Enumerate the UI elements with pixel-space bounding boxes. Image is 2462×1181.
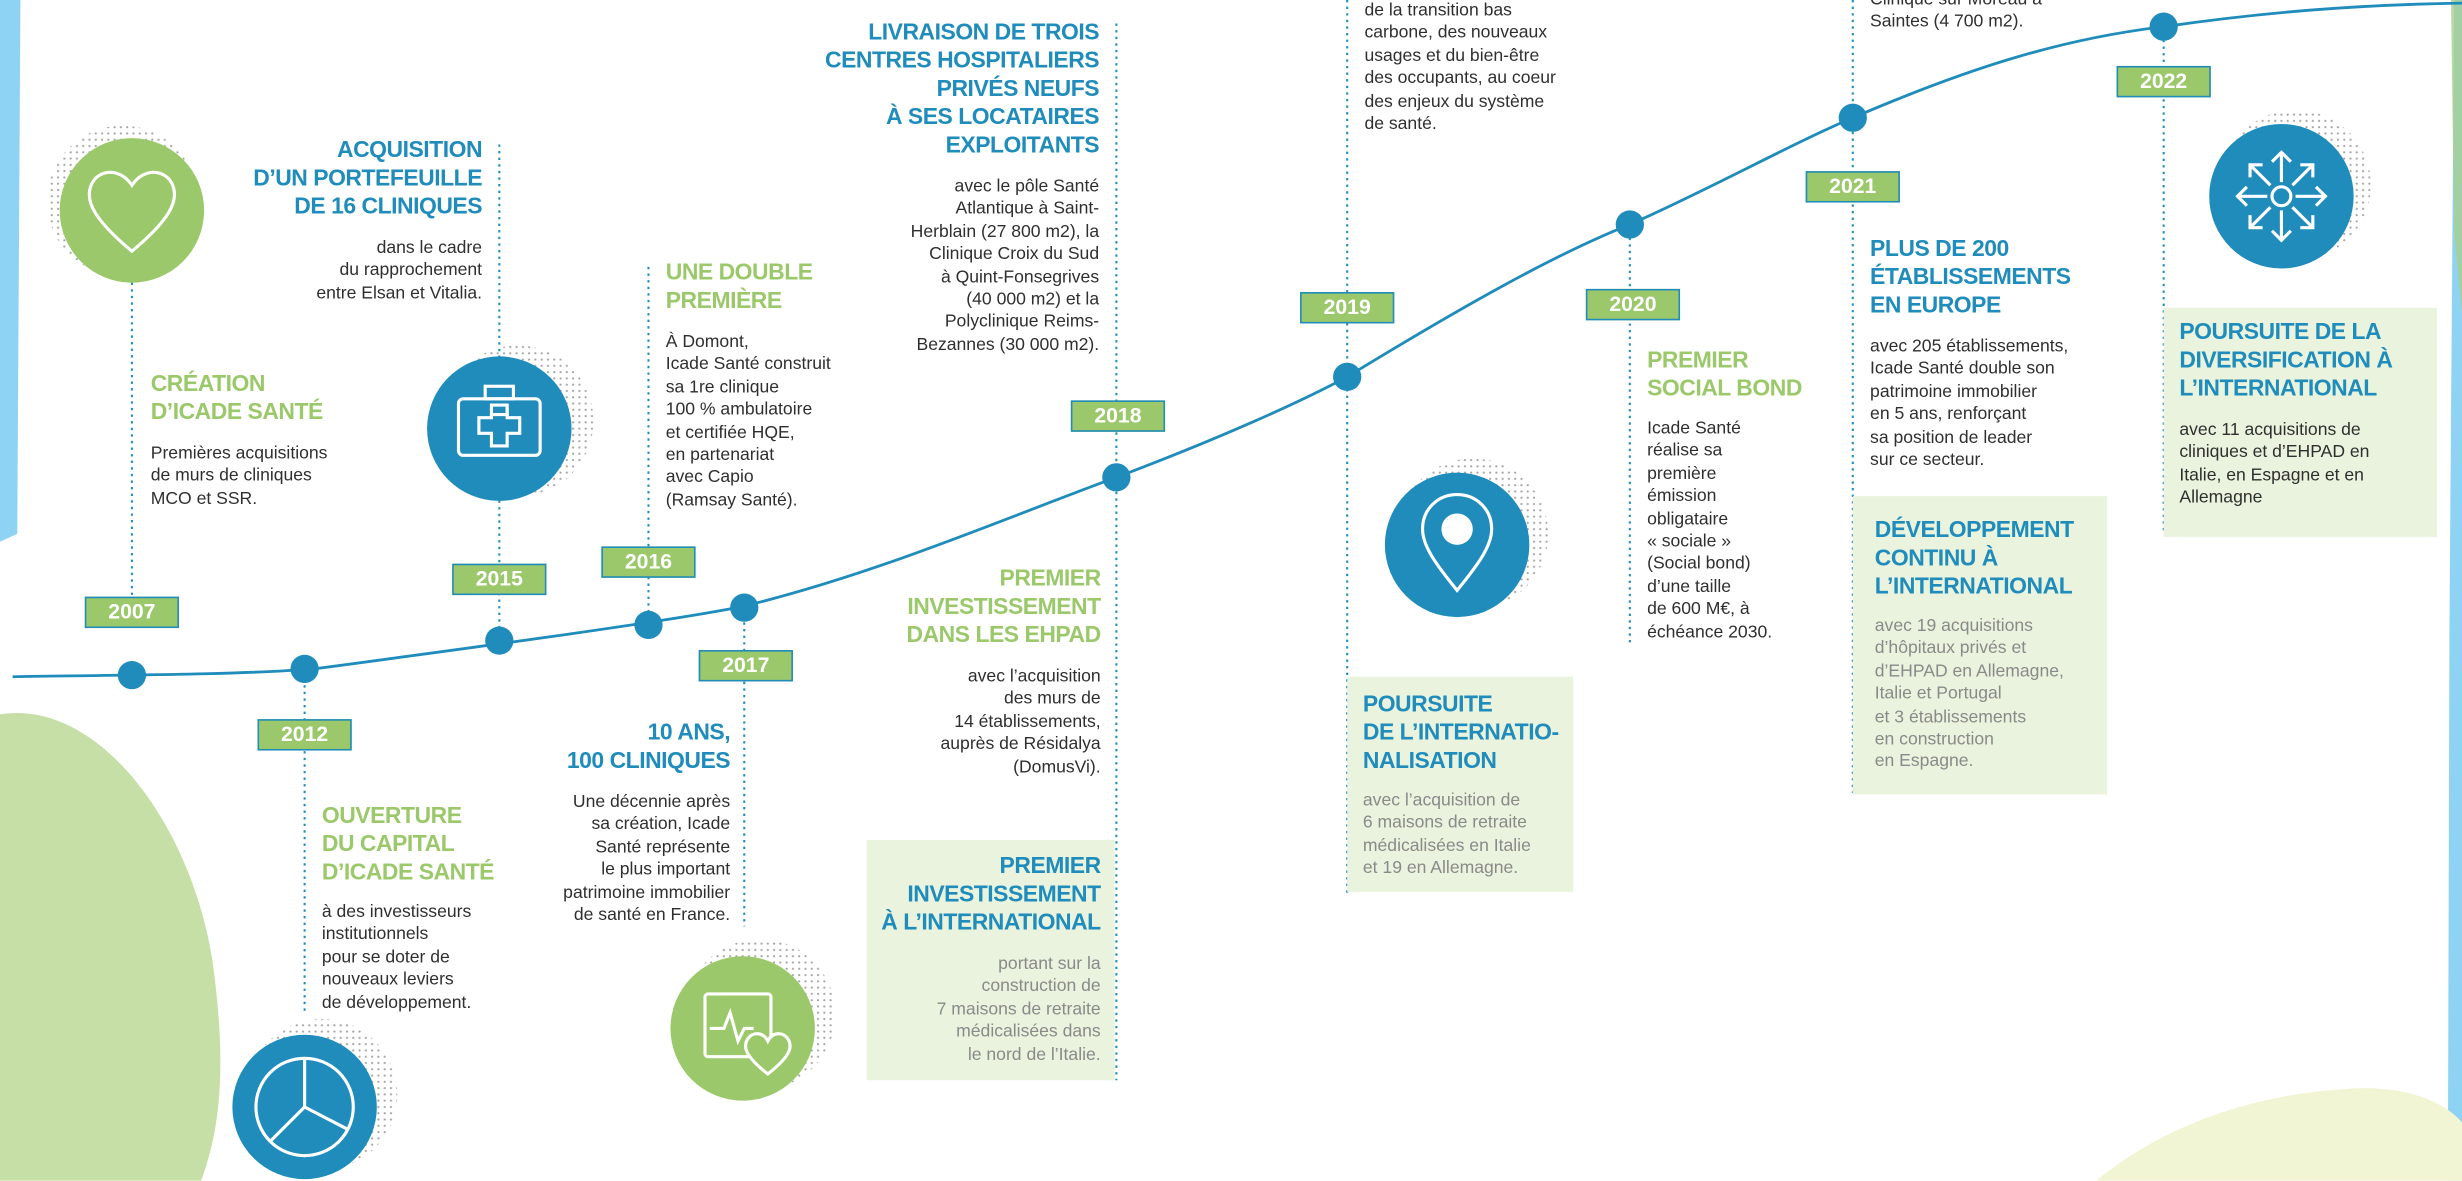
left-sky-stripe xyxy=(0,0,21,542)
year-badge-2022: 2022 xyxy=(2116,65,2211,98)
event-2017-text: Une décennie après sa création, Icade Sa… xyxy=(563,792,731,925)
event-2007-title: CRÉATION D’ICADE SANTÉ xyxy=(150,372,324,426)
event-2007-text: Premières acquisitions de murs de cliniq… xyxy=(150,444,328,509)
pie-chart-icon xyxy=(232,1034,377,1180)
event-2021-development-text: avec 19 acquisitions d’hôpitaux privés e… xyxy=(1874,617,2064,772)
heart-monitor-icon xyxy=(670,956,815,1101)
event-2016-title: UNE DOUBLE PREMIÈRE xyxy=(665,260,813,315)
event-2015-title: ACQUISITION D’UN PORTEFEUILLE DE 16 CLIN… xyxy=(253,138,483,220)
event-2019-top-text: de la transition bas carbone, des nouvea… xyxy=(1364,1,1556,134)
event-2020-text: Icade Santé réalise sa première émission… xyxy=(1647,419,1773,642)
event-2018-ehpad-title: PREMIER INVESTISSEMENT DANS LES EHPAD xyxy=(906,566,1102,649)
event-2015-text: dans le cadre du rapprochement entre Els… xyxy=(316,238,483,303)
event-2019-internationalisation-title: POURSUITE DE L’INTERNATIO- NALISATION xyxy=(1362,692,1559,775)
event-2018-ehpad-text: avec l’acquisition des murs de 14 établi… xyxy=(940,667,1101,777)
event-2021-text: avec 205 établissements, Icade Santé dou… xyxy=(1870,337,2069,470)
year-badge-2015: 2015 xyxy=(452,563,547,596)
right-green-stripe xyxy=(2451,0,2462,315)
event-2020-title: PREMIER SOCIAL BOND xyxy=(1647,348,1802,402)
event-2017-title: 10 ANS, 100 CLINIQUES xyxy=(566,720,731,775)
heart-icon xyxy=(59,138,205,283)
medical-kit-icon xyxy=(427,356,572,501)
box-2019-internationalisation xyxy=(1347,676,1574,892)
year-badge-2020: 2020 xyxy=(1585,288,1681,321)
year-badge-2017: 2017 xyxy=(698,650,793,682)
box-2018-international xyxy=(866,840,1115,1081)
event-2018-delivery-title: LIVRAISON DE TROIS CENTRES HOSPITALIERS … xyxy=(825,20,1100,159)
event-2022-text: avec 11 acquisitions de cliniques et d’E… xyxy=(2179,420,2370,508)
year-badge-2007: 2007 xyxy=(84,596,179,629)
event-2012-title: OUVERTURE DU CAPITAL D’ICADE SANTÉ xyxy=(321,803,495,886)
event-2012-text: à des investisseurs institutionnels pour… xyxy=(321,902,472,1013)
event-2021-development-title: DÉVELOPPEMENT CONTINU À L’INTERNATIONAL xyxy=(1874,518,2074,600)
year-badge-2019: 2019 xyxy=(1300,292,1395,324)
year-badge-2021: 2021 xyxy=(1805,171,1900,203)
left-green-blob xyxy=(0,713,221,1181)
event-2018-delivery-text: avec le pôle Santé Atlantique à Saint- H… xyxy=(910,177,1100,355)
right-sky-stripe xyxy=(2447,0,2462,1181)
box-2022 xyxy=(2163,307,2437,537)
box-2021-development xyxy=(1852,496,2108,795)
expand-arrows-icon xyxy=(2209,124,2354,269)
year-badge-2012: 2012 xyxy=(257,719,352,751)
bottom-right-blob xyxy=(2096,1088,2462,1181)
year-badge-2016: 2016 xyxy=(601,546,696,578)
event-2019-internationalisation-text: avec l’acquisition de 6 maisons de retra… xyxy=(1362,791,1531,879)
timeline-dots xyxy=(117,12,2178,690)
event-2016-text: À Domont, Icade Santé construit sa 1re c… xyxy=(665,332,831,511)
event-2018-international-title: PREMIER INVESTISSEMENT À L’INTERNATIONAL xyxy=(881,854,1101,936)
event-2021-title: PLUS DE 200 ÉTABLISSEMENTS EN EUROPE xyxy=(1870,237,2071,319)
event-2022-title: POURSUITE DE LA DIVERSIFICATION À L’INTE… xyxy=(2179,320,2393,402)
year-badge-2018: 2018 xyxy=(1070,400,1166,432)
event-2021-top-text: Clinique sur Moreau à Saintes (4 700 m2)… xyxy=(1870,0,2042,33)
location-pin-icon xyxy=(1384,472,1530,618)
event-2018-international-text: portant sur la construction de 7 maisons… xyxy=(936,954,1101,1064)
